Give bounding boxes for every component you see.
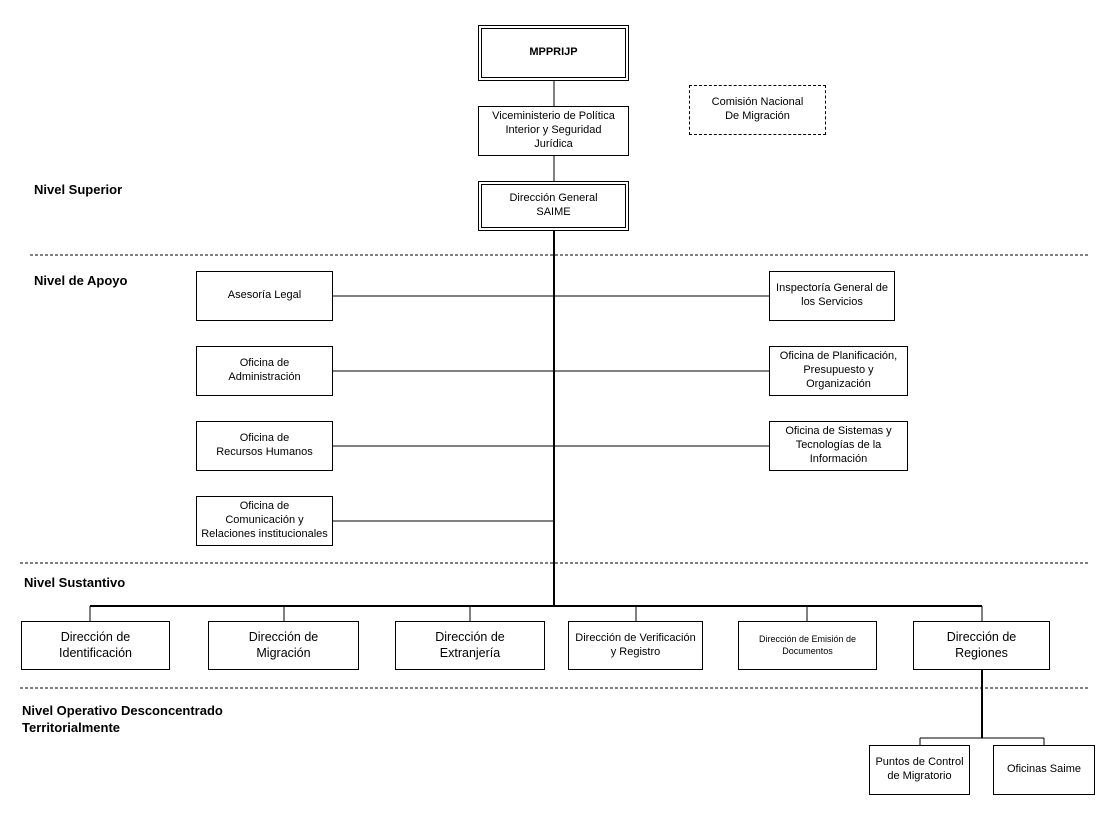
box-saime-offices-label: Oficinas Saime xyxy=(1007,763,1081,776)
level-label-sustantivo: Nivel Sustantivo xyxy=(24,575,126,590)
box-verification-label: Dirección de Verificación y Registro xyxy=(575,631,696,658)
box-viceministry-label: Viceministerio de Política Interior y Se… xyxy=(492,110,615,150)
box-hr-label: Oficina de Recursos Humanos xyxy=(216,432,313,458)
box-comms: Oficina de Comunicación y Relaciones ins… xyxy=(196,496,333,546)
box-planning: Oficina de Planificación, Presupuesto y … xyxy=(769,346,908,396)
box-inspection-label: Inspectoría General de los Servicios xyxy=(776,282,888,308)
box-admin: Oficina de Administración xyxy=(196,346,333,396)
box-ministry-label: MPPRIJP xyxy=(529,46,578,59)
box-general-direction-label: Dirección General SAIME xyxy=(509,192,598,218)
box-migration: Dirección de Migración xyxy=(208,621,359,670)
box-documents: Dirección de Emisión de Documentos xyxy=(738,621,877,670)
level-label-superior: Nivel Superior xyxy=(34,182,123,197)
box-control-points: Puntos de Control de Migratorio xyxy=(869,745,970,795)
box-commission: Comisión Nacional De Migración xyxy=(689,85,826,135)
box-systems: Oficina de Sistemas y Tecnologías de la … xyxy=(769,421,908,471)
box-verification: Dirección de Verificación y Registro xyxy=(568,621,703,670)
box-planning-label: Oficina de Planificación, Presupuesto y … xyxy=(779,350,898,390)
box-general-direction: Dirección General SAIME xyxy=(478,181,629,231)
level-label-operativo: Nivel Operativo Desconcentrado Territori… xyxy=(22,703,223,735)
box-comms-label: Oficina de Comunicación y Relaciones ins… xyxy=(201,500,328,540)
box-inspection: Inspectoría General de los Servicios xyxy=(769,271,895,321)
box-migration-label: Dirección de Migración xyxy=(248,629,319,660)
box-regions-label: Dirección de Regiones xyxy=(946,629,1017,660)
box-regions: Dirección de Regiones xyxy=(913,621,1050,670)
box-foreigners: Dirección de Extranjería xyxy=(395,621,545,670)
box-legal-label: Asesoría Legal xyxy=(227,289,302,302)
box-identification-label: Dirección de Identificación xyxy=(59,629,132,660)
box-saime-offices: Oficinas Saime xyxy=(993,745,1095,795)
box-legal: Asesoría Legal xyxy=(196,271,333,321)
box-ministry: MPPRIJP xyxy=(478,25,629,81)
box-hr: Oficina de Recursos Humanos xyxy=(196,421,333,471)
box-commission-label: Comisión Nacional De Migración xyxy=(711,96,804,122)
box-foreigners-label: Dirección de Extranjería xyxy=(435,629,505,660)
box-systems-label: Oficina de Sistemas y Tecnologías de la … xyxy=(785,425,892,465)
box-identification: Dirección de Identificación xyxy=(21,621,170,670)
box-viceministry: Viceministerio de Política Interior y Se… xyxy=(478,106,629,156)
box-documents-label: Dirección de Emisión de Documentos xyxy=(758,634,857,656)
box-control-points-label: Puntos de Control de Migratorio xyxy=(875,756,964,782)
level-label-apoyo: Nivel de Apoyo xyxy=(34,273,128,288)
box-admin-label: Oficina de Administración xyxy=(228,357,301,383)
